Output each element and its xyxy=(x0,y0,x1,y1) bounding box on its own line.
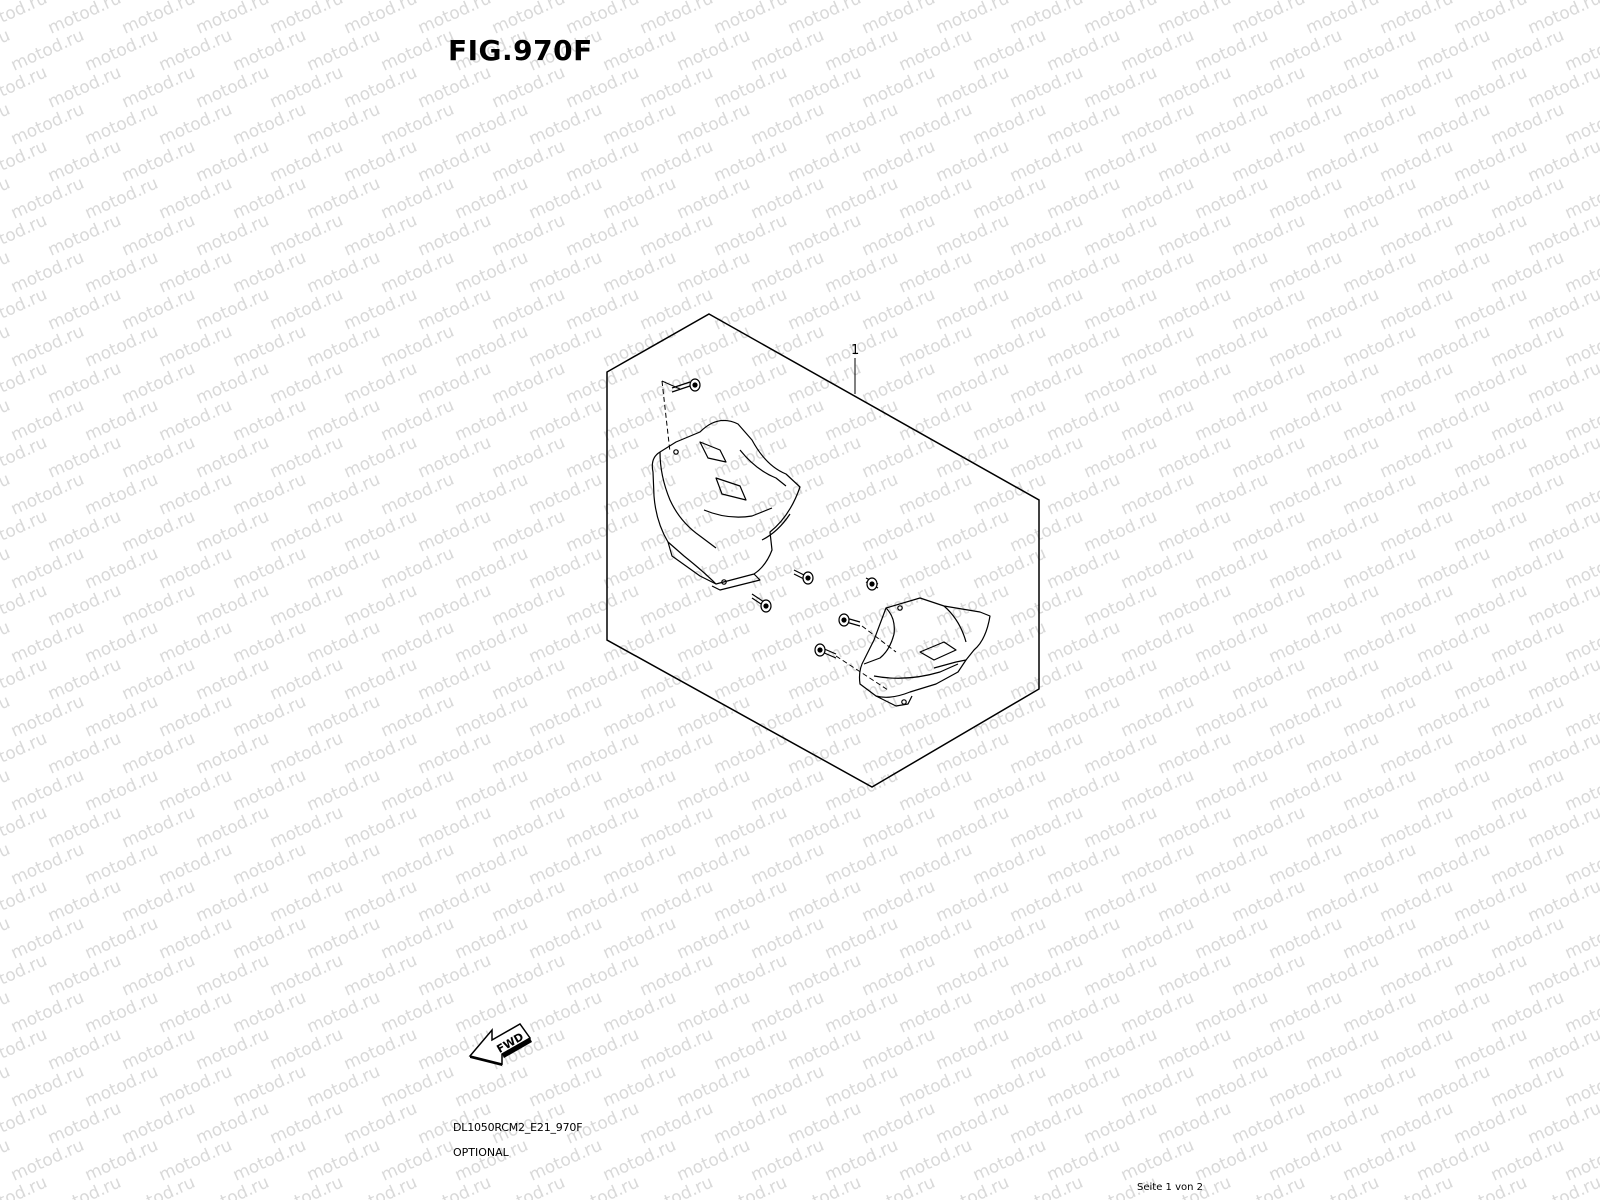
bolt-center-2[interactable] xyxy=(751,593,772,613)
bolt-center-1[interactable] xyxy=(793,569,814,585)
kit-boundary-outline xyxy=(606,313,1040,788)
bolt-right-top[interactable] xyxy=(865,577,879,591)
leader-line-upper-bolt-a xyxy=(661,380,671,453)
drawing-code: DL1050RCM2_E21_970F xyxy=(453,1121,583,1134)
leader-line-lower-bolt-b xyxy=(835,655,889,691)
fwd-direction-arrow: FWD xyxy=(468,1023,532,1066)
callout-number-1[interactable]: 1 xyxy=(851,343,859,358)
bolt-upper-left[interactable] xyxy=(671,378,701,393)
bolt-right-bottom[interactable] xyxy=(814,643,837,659)
bolt-right-middle[interactable] xyxy=(838,613,861,627)
figure-title: FIG.970F xyxy=(448,34,593,67)
leader-line-upper-bolt-b xyxy=(661,380,681,390)
lower-cover-part[interactable] xyxy=(858,597,991,707)
leader-line-lower-bolt-a xyxy=(861,625,897,653)
upper-cover-part[interactable] xyxy=(651,419,801,591)
page-indicator: Seite 1 von 2 xyxy=(1137,1182,1203,1193)
section-label: OPTIONAL xyxy=(453,1146,509,1159)
